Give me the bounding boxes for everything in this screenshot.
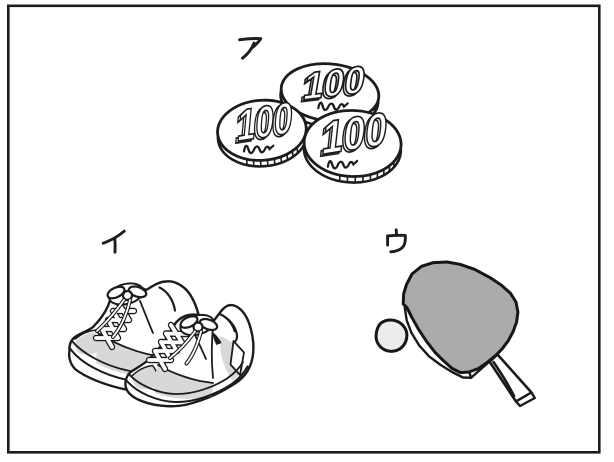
svg-text:100: 100 [236,93,294,151]
svg-text:100: 100 [318,104,386,166]
svg-text:100: 100 [233,95,291,153]
svg-text:100: 100 [303,59,365,109]
svg-text:100: 100 [320,102,388,164]
